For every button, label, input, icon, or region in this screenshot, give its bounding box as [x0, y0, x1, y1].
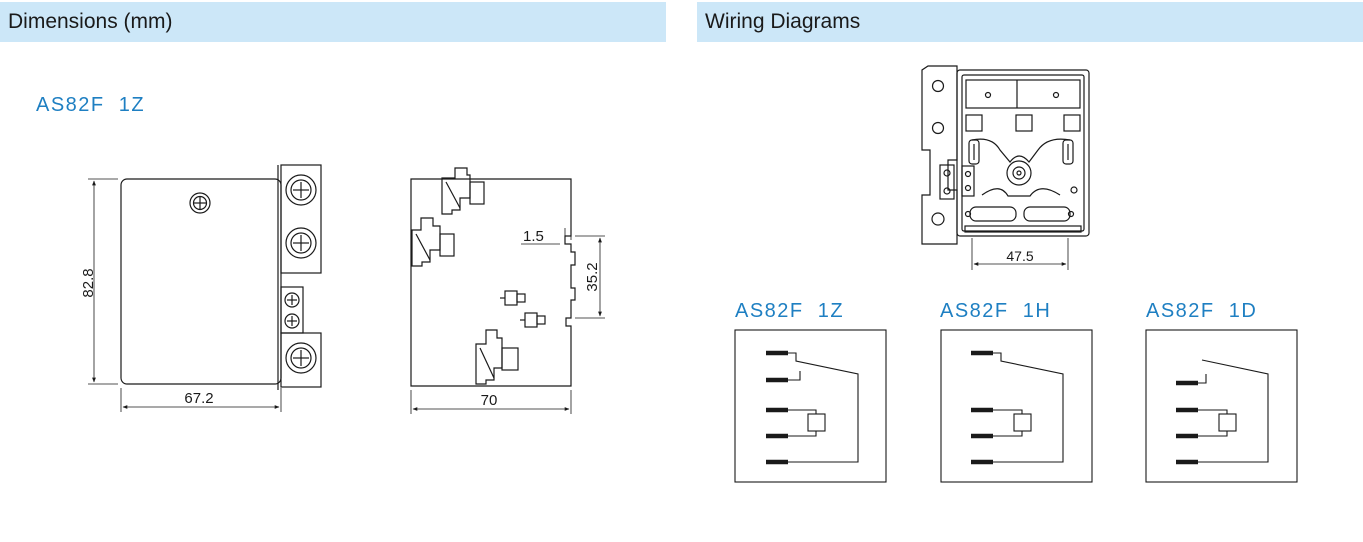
wiring-diagram-1h — [940, 329, 1093, 483]
wiring-diagram-1d — [1145, 329, 1298, 483]
wiring-header: Wiring Diagrams — [697, 2, 1363, 42]
body-screw-icon — [189, 192, 211, 214]
wiring-title: Wiring Diagrams — [705, 10, 861, 33]
front-height-label: 82.8 — [80, 268, 97, 297]
front-width-label: 67.2 — [184, 390, 213, 407]
side-rail-label: 35.2 — [584, 262, 601, 291]
dimensions-header: Dimensions (mm) — [0, 2, 666, 42]
terminal-screw-icon — [285, 227, 317, 259]
dimensions-model-title: AS82F 1Z — [36, 94, 146, 116]
side-view-drawing — [410, 167, 605, 414]
small-terminal-screw-icon — [284, 292, 300, 329]
terminal-screw-icon — [285, 174, 317, 206]
wiring-model-title-1z: AS82F 1Z — [735, 300, 845, 322]
wiring-model-title-1h: AS82F 1H — [940, 300, 1052, 322]
front-view-drawing — [88, 164, 322, 412]
wiring-model-title-1d: AS82F 1D — [1146, 300, 1258, 322]
dimensions-title: Dimensions (mm) — [8, 10, 173, 33]
top-view-drawing — [921, 65, 1090, 270]
wiring-diagram-1z — [734, 329, 887, 483]
terminal-screw-icon — [285, 342, 317, 374]
side-offset-label: 1.5 — [523, 228, 544, 245]
top-width-label: 47.5 — [1006, 248, 1033, 264]
side-depth-label: 70 — [481, 392, 498, 409]
